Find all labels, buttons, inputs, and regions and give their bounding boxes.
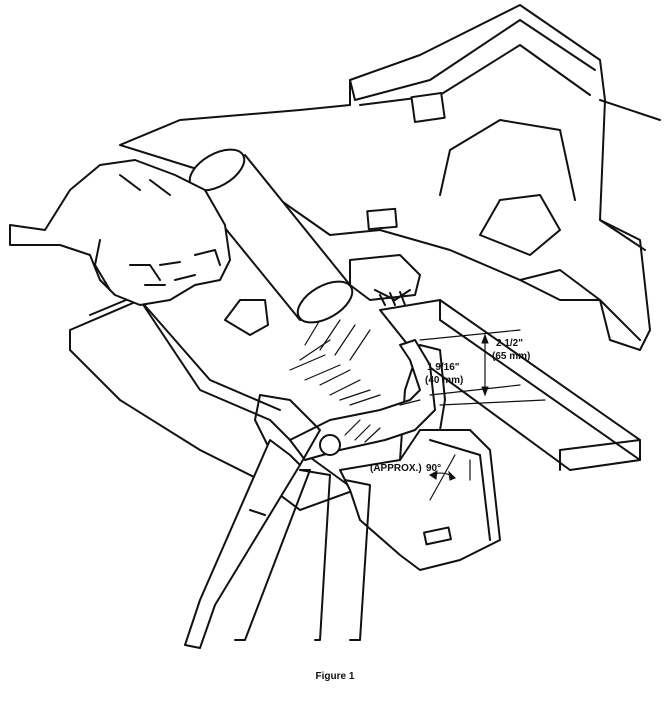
floor-pan-panel (119, 4, 661, 351)
figure-caption: Figure 1 (315, 671, 355, 682)
hand (9, 159, 231, 306)
angle-qualifier-label: (APPROX.) (370, 463, 422, 474)
impact-lines (289, 319, 381, 406)
outer-dimension-imperial-label: 2 1/2" (496, 338, 523, 349)
dimension-lines (399, 329, 546, 481)
frame-rail-right (379, 299, 641, 471)
angle-value-label: 90° (426, 463, 442, 474)
hammer-handle (184, 439, 371, 649)
inner-dimension-imperial-label: 1 9/16" (427, 362, 460, 373)
outer-dimension-metric-label: (65 mm) (492, 351, 531, 362)
angle-indicator (429, 454, 456, 501)
hammer-head (188, 148, 354, 324)
inner-dimension-metric-label: (40 mm) (425, 375, 464, 386)
